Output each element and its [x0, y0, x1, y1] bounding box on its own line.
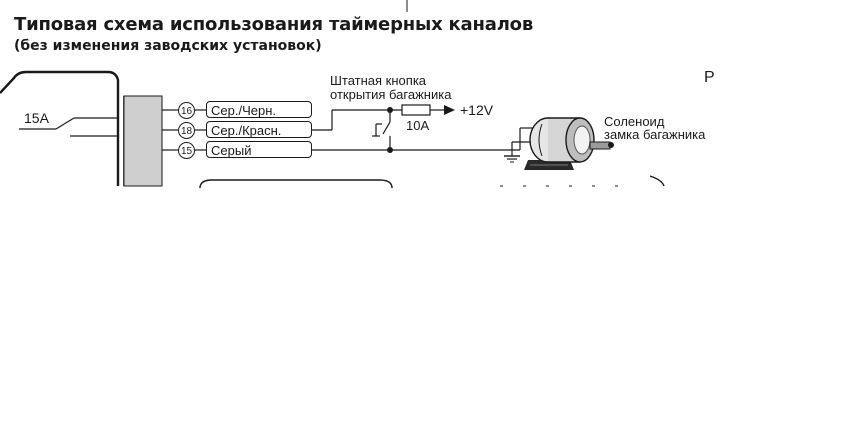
- diagram-subtitle: (без изменения заводских установок): [14, 38, 322, 54]
- plus12v-label: +12V: [460, 102, 494, 118]
- unit-outline: [0, 70, 120, 186]
- solenoid-illustration: [524, 117, 614, 170]
- diagram-title: Типовая схема использования таймерных ка…: [14, 14, 534, 35]
- corner-letter: P: [704, 69, 715, 86]
- wire-label-grey-black: Сер./Черн.: [206, 101, 312, 118]
- pin-15: 15: [178, 142, 195, 159]
- relay-contact: [55, 117, 75, 130]
- pin-16: 16: [178, 102, 195, 119]
- wire-label-grey-red: Сер./Красн.: [206, 121, 312, 138]
- solenoid-label-line1: Соленоид: [604, 114, 665, 129]
- partial-rounded-box: [199, 179, 393, 189]
- trunk-button-label-line1: Штатная кнопка: [330, 73, 427, 88]
- pin-18: 18: [178, 122, 195, 139]
- wire-label-grey: Серый: [206, 141, 312, 158]
- junction-bottom: [387, 147, 393, 153]
- button-contact: [382, 121, 391, 135]
- partial-arc: [649, 175, 665, 187]
- connector-block: [123, 95, 163, 187]
- trunk-button-label-line2: открытия багажника: [330, 87, 452, 102]
- fuse-10a-label: 10A: [406, 118, 430, 133]
- fuse-15a-label: 15A: [24, 110, 49, 126]
- plus12v-arrow: [444, 105, 455, 115]
- fuse-10a: [401, 104, 431, 116]
- solenoid-label-line2: замка багажника: [604, 127, 706, 142]
